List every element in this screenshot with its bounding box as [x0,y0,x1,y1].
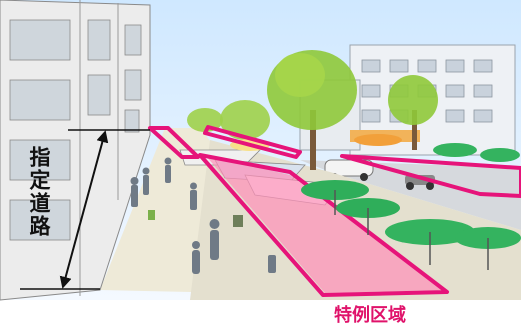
special-zone-label: 特例区域 [334,305,406,326]
special-zone-outline [148,125,521,297]
special-zone-fill [205,155,445,293]
double-headed-arrow-icon [59,130,109,289]
trees [187,50,438,170]
road [300,160,521,230]
cafe-umbrellas [301,134,521,270]
designated-road-dimension [20,129,150,290]
designated-road-label: 指定道路 [27,146,51,238]
pedestrians [130,157,276,274]
